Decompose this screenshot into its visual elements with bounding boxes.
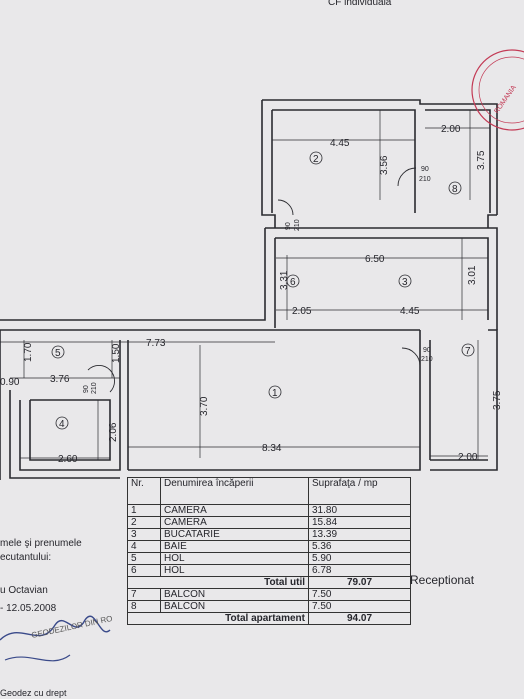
row-name: HOL — [160, 564, 309, 577]
row-area: 5.36 — [308, 540, 411, 553]
row-nr: 7 — [127, 588, 161, 601]
row-nr: 8 — [127, 600, 161, 613]
left-label-line1: mele şi prenumele — [0, 538, 82, 549]
left-label-line5: Geodez cu drept — [0, 688, 67, 698]
table-header-nr: Nr. — [127, 477, 161, 505]
signature: GEODEZILOR DIN RO — [0, 614, 113, 662]
row-name: HOL — [160, 552, 309, 565]
door-height: 210 — [294, 219, 301, 231]
row-nr: 4 — [127, 540, 161, 553]
total-util-value: 79.07 — [308, 576, 411, 589]
dim-label: 2.00 — [458, 452, 478, 463]
row-area: 7.50 — [308, 600, 411, 613]
rooms-table: Nr. Denumirea încăperii Suprafaţa / mp 1… — [127, 477, 411, 625]
row-area: 7.50 — [308, 588, 411, 601]
row-area: 13.39 — [308, 528, 411, 541]
row-area: 15.84 — [308, 516, 411, 529]
room-number-7: 7 — [465, 346, 471, 357]
left-label-line2: ecutantului: — [0, 552, 52, 563]
room-number-2: 2 — [313, 154, 319, 165]
dim-label: 2.60 — [58, 454, 78, 465]
dim-label: 2.06 — [108, 422, 119, 442]
row-area: 31.80 — [308, 504, 411, 517]
dim-label: 2.00 — [441, 124, 461, 135]
row-nr: 5 — [127, 552, 161, 565]
dim-label: 4.45 — [330, 138, 350, 149]
table-header-name: Denumirea încăperii — [160, 477, 309, 505]
dim-label: 2.05 — [292, 306, 312, 317]
dim-label: 3.01 — [467, 265, 478, 285]
row-name: CAMERA — [160, 504, 309, 517]
dim-label: 3.70 — [199, 396, 210, 416]
dim-label: 0.90 — [0, 377, 20, 388]
door-width: 90 — [83, 385, 90, 393]
dim-label: 6.50 — [365, 254, 385, 265]
dim-label: 8.34 — [262, 443, 282, 454]
row-name: BUCATARIE — [160, 528, 309, 541]
row-area: 5.90 — [308, 552, 411, 565]
table-header-area: Suprafaţa / mp — [308, 477, 411, 505]
door-width: 90 — [285, 222, 292, 230]
left-label-line4: - 12.05.2008 — [0, 603, 57, 614]
room-number-5: 5 — [55, 348, 61, 359]
row-name: BALCON — [160, 588, 309, 601]
dim-label: 3.75 — [476, 150, 487, 170]
dim-label: 3.56 — [379, 155, 390, 175]
row-nr: 2 — [127, 516, 161, 529]
dim-label: 4.45 — [400, 306, 420, 317]
door-height: 210 — [91, 382, 98, 394]
dim-label: 3.31 — [279, 270, 290, 290]
room-number-8: 8 — [452, 184, 458, 195]
row-name: CAMERA — [160, 516, 309, 529]
dim-label: 1.50 — [111, 343, 122, 363]
row-nr: 6 — [127, 564, 161, 577]
svg-text:ROMANIA: ROMANIA — [493, 84, 518, 115]
room-number-3: 3 — [402, 277, 408, 288]
dim-label: 1.70 — [23, 342, 34, 362]
row-name: BALCON — [160, 600, 309, 613]
receptionat-label: Receptionat — [410, 573, 475, 587]
row-area: 6.78 — [308, 564, 411, 577]
room-number-1: 1 — [272, 388, 278, 399]
row-nr: 3 — [127, 528, 161, 541]
total-util-label: Total util — [127, 576, 309, 589]
total-apartment-value: 94.07 — [308, 612, 411, 625]
door-height: 210 — [421, 356, 433, 363]
dim-label: 3.76 — [50, 374, 70, 385]
row-name: BAIE — [160, 540, 309, 553]
room-number-4: 4 — [59, 419, 65, 430]
room-number-6: 6 — [290, 277, 296, 288]
door-height: 210 — [419, 176, 431, 183]
left-label-line3: u Octavian — [0, 585, 48, 596]
dim-label: 3.75 — [492, 390, 503, 410]
door-width: 90 — [421, 166, 429, 173]
total-apartment-label: Total apartament — [127, 612, 309, 625]
door-width: 90 — [423, 347, 431, 354]
stamp-seal: ROMANIA — [471, 49, 524, 131]
row-nr: 1 — [127, 504, 161, 517]
dim-label: 7.73 — [146, 338, 166, 349]
header-title: CF individuala — [328, 0, 392, 8]
